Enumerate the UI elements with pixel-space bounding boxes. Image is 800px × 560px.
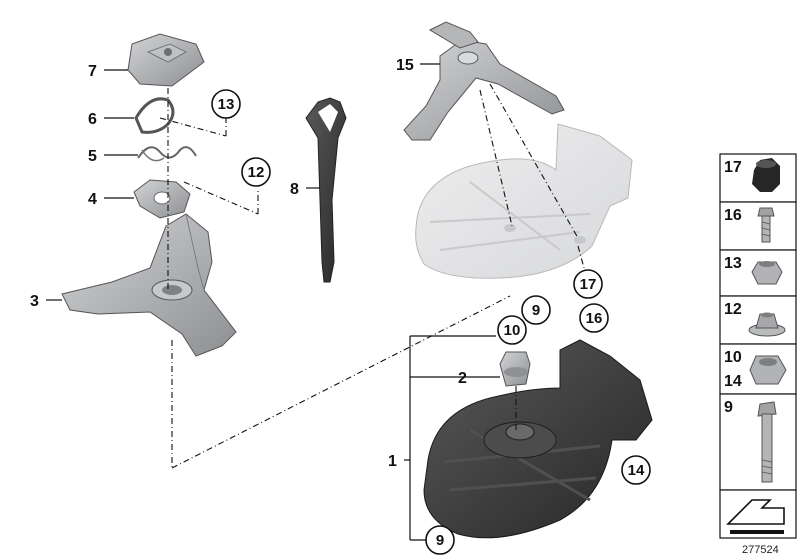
part-2-grommet	[499, 351, 531, 387]
circled-label-9-lower: 9	[425, 525, 455, 555]
part-8-strap	[305, 97, 347, 283]
svg-text:17: 17	[580, 276, 597, 293]
label-2: 2	[458, 370, 467, 387]
diagram-reference-number: 277524	[742, 544, 779, 556]
part-1-spare-wheel-tray	[423, 339, 653, 539]
ghost-spare-wheel-tray	[415, 123, 633, 279]
dash-lines	[159, 83, 585, 469]
label-4: 4	[88, 191, 97, 208]
sidebar-num-9: 9	[724, 399, 733, 416]
circled-label-10: 10	[497, 315, 527, 345]
svg-text:13: 13	[218, 96, 235, 113]
svg-text:16: 16	[586, 310, 603, 327]
label-7: 7	[88, 63, 97, 80]
sidebar-num-13: 13	[724, 255, 742, 272]
svg-text:9: 9	[436, 532, 444, 549]
label-1: 1	[388, 453, 397, 470]
circled-label-12: 12	[241, 157, 271, 187]
part-7-cap	[127, 33, 205, 87]
hex-nut-icon	[749, 355, 787, 385]
part-15-tripod-bracket	[403, 21, 565, 141]
circled-label-14: 14	[621, 455, 651, 485]
direction-arrow-icon	[726, 499, 785, 534]
sidebar-num-14: 14	[724, 373, 742, 390]
sidebar-num-10: 10	[724, 349, 742, 366]
svg-text:14: 14	[628, 462, 645, 479]
rubber-buffer-icon	[752, 158, 780, 192]
svg-text:10: 10	[504, 322, 521, 339]
screw-icon	[757, 207, 775, 243]
part-4-bracket	[133, 179, 191, 219]
svg-text:12: 12	[248, 164, 265, 181]
label-3: 3	[30, 293, 39, 310]
parts-legend-sidebar: 17 16 13 12 10 14 9	[719, 153, 797, 539]
circled-label-9-upper: 9	[521, 295, 551, 325]
sidebar-num-17: 17	[724, 159, 742, 176]
sidebar-num-16: 16	[724, 207, 742, 224]
flange-nut-icon	[748, 312, 786, 337]
label-15: 15	[396, 57, 414, 74]
label-8: 8	[290, 181, 299, 198]
label-6: 6	[88, 111, 97, 128]
leader-lines	[46, 63, 500, 541]
collar-nut-icon	[751, 261, 783, 285]
part-3-holder	[61, 213, 237, 357]
circled-label-17: 17	[573, 269, 603, 299]
hex-bolt-icon	[757, 401, 777, 483]
label-5: 5	[88, 148, 97, 165]
part-6-clip	[134, 97, 175, 134]
circled-label-16: 16	[579, 303, 609, 333]
svg-text:9: 9	[532, 302, 540, 319]
circled-label-13: 13	[211, 89, 241, 119]
sidebar-num-12: 12	[724, 301, 742, 318]
part-5-spring	[137, 146, 197, 162]
